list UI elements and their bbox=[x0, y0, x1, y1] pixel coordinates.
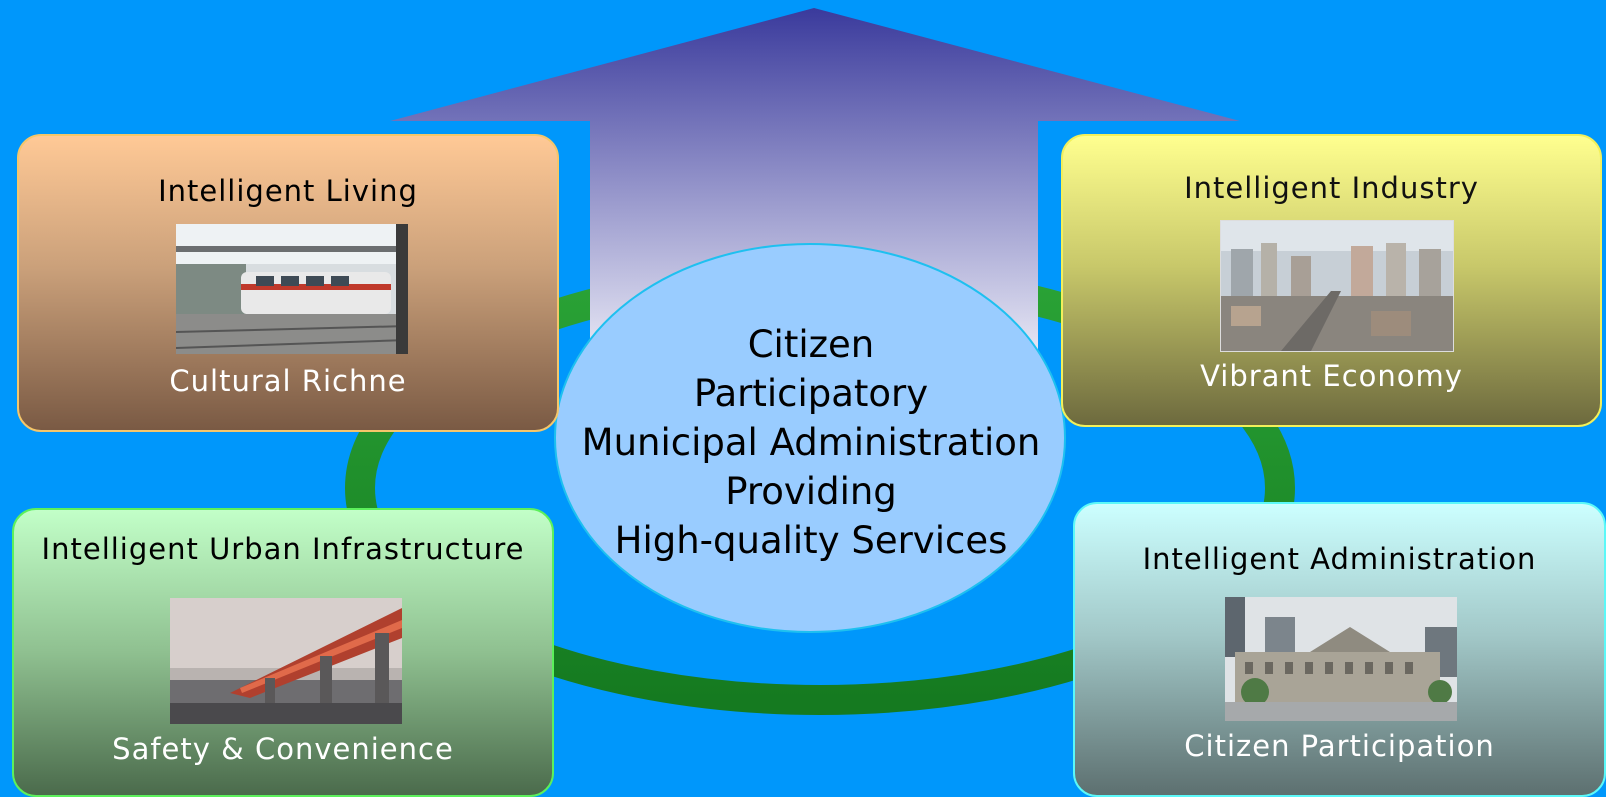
subway-train-photo bbox=[176, 224, 408, 354]
center-line: Citizen bbox=[747, 323, 875, 366]
box-intelligent-administration: Intelligent Administration Citizen Parti… bbox=[1073, 502, 1606, 797]
center-ellipse bbox=[554, 243, 1066, 633]
city-hall-photo bbox=[1225, 597, 1457, 721]
box-title: Intelligent Urban Infrastructure bbox=[41, 532, 525, 566]
box-subtitle: Cultural Richne bbox=[169, 364, 407, 398]
box-title: Intelligent Industry bbox=[1184, 171, 1479, 205]
center-line: Participatory bbox=[693, 372, 929, 415]
box-intelligent-living: Intelligent Living Cultural Richne bbox=[17, 134, 559, 432]
box-subtitle: Citizen Participation bbox=[1184, 729, 1495, 763]
box-title: Intelligent Administration bbox=[1142, 542, 1537, 576]
city-skyline-photo bbox=[1220, 220, 1454, 352]
center-statement: Citizen Participatory Municipal Administ… bbox=[556, 320, 1066, 565]
center-line: High-quality Services bbox=[614, 519, 1008, 562]
box-intelligent-urban-infrastructure: Intelligent Urban Infrastructure Safety … bbox=[12, 508, 554, 797]
bridge-photo bbox=[170, 598, 402, 724]
box-subtitle: Vibrant Economy bbox=[1200, 359, 1463, 393]
upward-arrow bbox=[390, 8, 1240, 380]
box-intelligent-industry: Intelligent Industry Vibrant Economy bbox=[1061, 134, 1602, 427]
center-line: Providing bbox=[725, 470, 897, 513]
center-line: Municipal Administration bbox=[581, 421, 1041, 464]
box-title: Intelligent Living bbox=[158, 174, 418, 208]
box-subtitle: Safety & Convenience bbox=[112, 732, 454, 766]
